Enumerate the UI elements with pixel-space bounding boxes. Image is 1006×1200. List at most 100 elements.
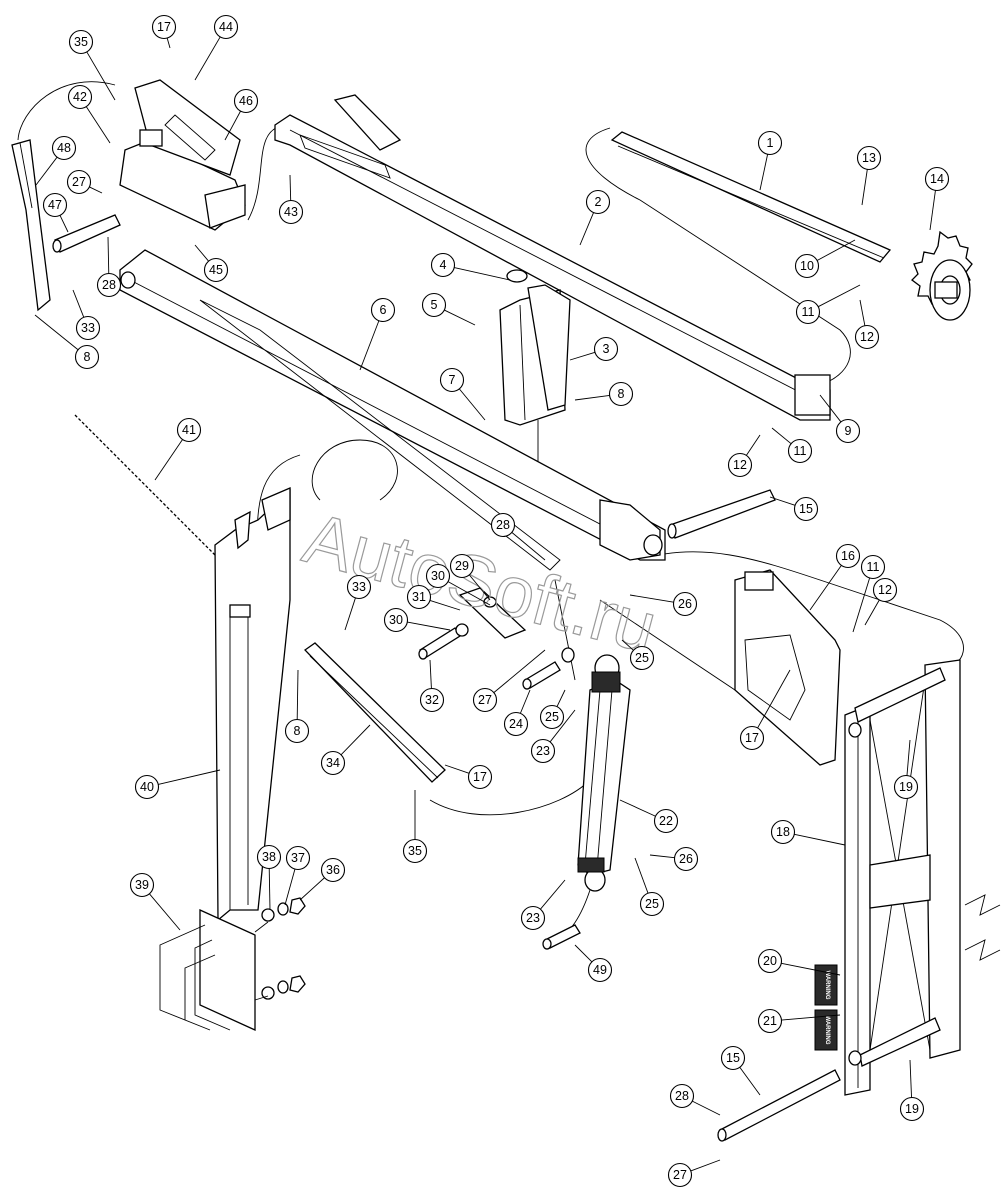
callout-circle <box>129 872 155 898</box>
callout-8: 8 <box>284 669 310 744</box>
callout-circle <box>383 607 409 633</box>
callout-circle <box>320 750 346 776</box>
callout-circle <box>320 857 346 883</box>
callout-circle <box>629 645 655 671</box>
callout-number: 18 <box>776 825 790 839</box>
callout-25: 25 <box>634 857 665 917</box>
callout-41: 41 <box>154 417 202 481</box>
callout-circle <box>467 764 493 790</box>
callout-21: 21 <box>757 1008 841 1034</box>
callout-circle <box>42 192 68 218</box>
callout-8: 8 <box>574 381 634 407</box>
callout-leader-line <box>692 1100 721 1116</box>
callout-11: 11 <box>795 284 861 325</box>
callout-circle <box>854 324 880 350</box>
callout-leader-line <box>224 110 241 141</box>
callout-circle <box>672 591 698 617</box>
callout-number: 37 <box>291 851 305 865</box>
callout-number: 49 <box>593 963 607 977</box>
callout-number: 23 <box>536 744 550 758</box>
callout-47: 47 <box>42 192 69 233</box>
callout-leader-line <box>861 169 868 206</box>
callout-circle <box>425 563 451 589</box>
part-pin-49 <box>542 924 581 950</box>
callout-circle <box>134 774 160 800</box>
callout-23: 23 <box>530 709 576 764</box>
callout-circle <box>924 166 950 192</box>
callout-number: 40 <box>140 780 154 794</box>
callout-leader-line <box>344 597 356 631</box>
part-hardware-stack <box>254 897 306 1001</box>
callout-leader-line <box>72 289 85 318</box>
callout-14: 14 <box>924 166 950 231</box>
callout-circle <box>402 838 428 864</box>
callout-12: 12 <box>727 434 761 478</box>
callout-circle <box>176 417 202 443</box>
callout-leader-line <box>340 724 371 756</box>
callout-number: 12 <box>878 583 892 597</box>
callout-number: 30 <box>431 569 445 583</box>
callout-number: 5 <box>431 298 438 312</box>
callout-leader-line <box>579 212 594 246</box>
part-u-bolt-bracket <box>159 908 256 1032</box>
break-symbols <box>964 894 1001 961</box>
callout-circle <box>430 252 456 278</box>
callout-circle <box>449 553 475 579</box>
callout-leader-line <box>629 594 674 603</box>
part-bolt-bushing <box>418 623 469 660</box>
callout-circle <box>203 257 229 283</box>
callout-16: 16 <box>809 543 861 611</box>
callout-number: 4 <box>440 258 447 272</box>
callout-number: 35 <box>408 844 422 858</box>
callout-leader-line <box>781 1014 841 1021</box>
callout-number: 42 <box>73 90 87 104</box>
callout-leader-line <box>817 284 861 308</box>
callout-36: 36 <box>299 857 346 901</box>
callout-number: 33 <box>352 580 366 594</box>
part-gear-wheel <box>911 230 973 321</box>
callout-leader-line <box>739 1067 761 1096</box>
callout-31: 31 <box>406 584 461 611</box>
callout-number: 15 <box>799 502 813 516</box>
callout-circle <box>795 299 821 325</box>
callout-number: 26 <box>679 852 693 866</box>
callout-circle <box>669 1083 695 1109</box>
callout-leader-line <box>769 496 796 506</box>
callout-20: 20 <box>757 948 841 976</box>
callout-leader-line <box>816 239 856 261</box>
callout-number: 25 <box>545 710 559 724</box>
callout-49: 49 <box>574 944 613 983</box>
callout-number: 27 <box>478 693 492 707</box>
part-chain <box>74 414 231 571</box>
callout-circle <box>587 957 613 983</box>
callout-circle <box>233 88 259 114</box>
callout-leader-line <box>107 236 110 274</box>
callout-leader-line <box>819 394 842 423</box>
callout-34: 34 <box>320 724 371 776</box>
callout-number: 6 <box>380 303 387 317</box>
callout-circle <box>653 808 679 834</box>
callout-42: 42 <box>67 84 111 144</box>
part-rail <box>610 131 892 263</box>
callout-10: 10 <box>794 239 856 279</box>
callout-leader-line <box>759 154 769 191</box>
callout-leader-line <box>781 962 841 976</box>
callout-circle <box>421 292 447 318</box>
callout-number: 25 <box>645 897 659 911</box>
callout-circle <box>75 315 101 341</box>
callout-leader-line <box>86 51 116 101</box>
callout-circle <box>899 1096 925 1122</box>
callout-circle <box>74 344 100 370</box>
svg-text:WARNING: WARNING <box>824 1016 830 1045</box>
part-pivot-plate <box>458 587 527 639</box>
callout-leader-line <box>166 37 171 49</box>
callout-number: 17 <box>745 731 759 745</box>
callout-circle <box>608 381 634 407</box>
callout-19: 19 <box>899 1059 925 1122</box>
callout-leader-line <box>864 599 880 626</box>
callout-number: 41 <box>182 423 196 437</box>
callout-leader-line <box>407 621 451 631</box>
callout-number: 46 <box>239 94 253 108</box>
callout-25: 25 <box>621 639 655 671</box>
